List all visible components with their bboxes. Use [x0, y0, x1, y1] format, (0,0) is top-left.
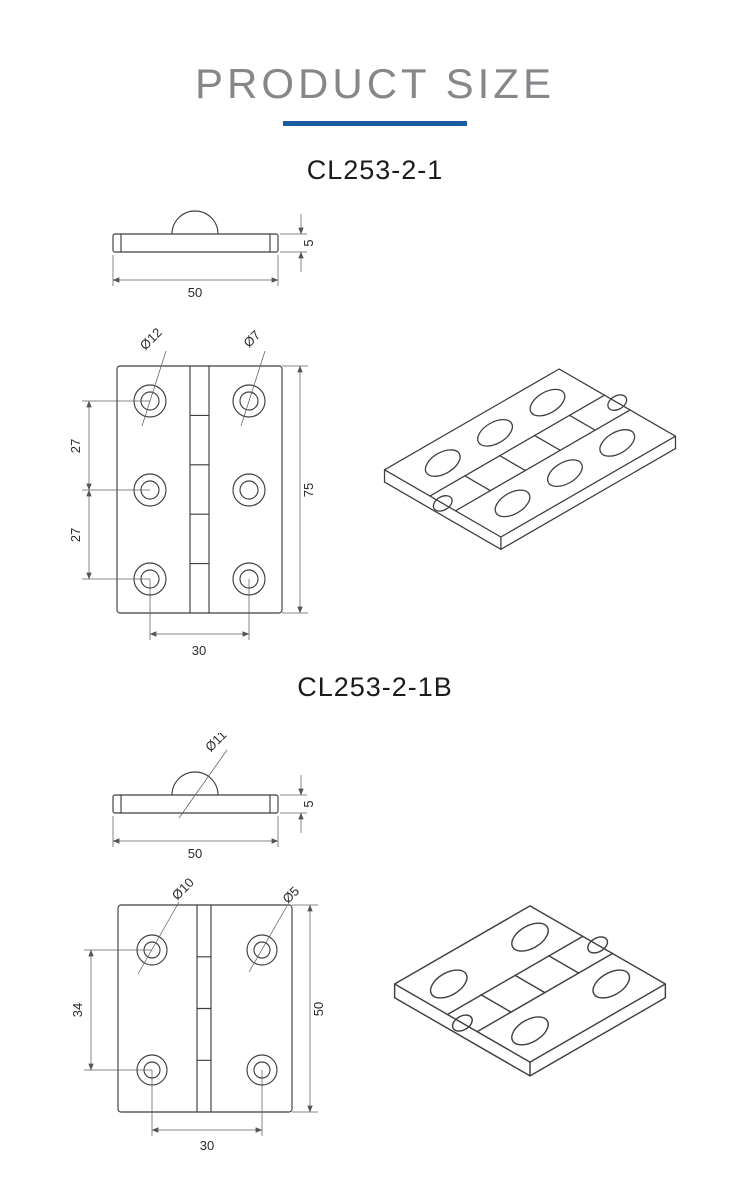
dimension-lines	[112, 214, 307, 286]
hinge-front-outline	[116, 365, 283, 614]
iso-view-drawing-2	[393, 905, 667, 1077]
dim-height-label: 75	[301, 483, 316, 497]
dim-spacing-label: 30	[192, 643, 206, 658]
front-view-drawing-1: Ø12 Ø7 27 27 75 30	[68, 325, 316, 658]
side-view-drawing-2: Ø11 5 50	[112, 733, 316, 861]
dim-hole-outer-label: Ø12	[137, 325, 165, 353]
hinge-side-profile	[112, 771, 279, 814]
dimension-lines	[112, 749, 307, 847]
dim-hole-outer-label: Ø10	[169, 875, 197, 903]
dim-hole-inner-label: Ø7	[240, 327, 263, 350]
dim-spacing-label: 30	[200, 1138, 214, 1153]
page-title: PRODUCT SIZE	[195, 60, 555, 107]
hinge-front-outline	[117, 904, 293, 1113]
dim-pitch1-label: 34	[70, 1003, 85, 1017]
dim-height-label: 50	[311, 1002, 326, 1016]
dim-knuckle-label: Ø11	[202, 733, 229, 754]
dim-thickness-label: 5	[301, 239, 316, 246]
dim-pitch2-label: 27	[68, 528, 83, 542]
side-view-drawing-1: 5 50	[112, 210, 316, 300]
hinge-3d	[383, 368, 677, 550]
title-underline	[283, 121, 467, 126]
hinge-3d	[393, 905, 667, 1077]
dim-hole-inner-label: Ø5	[279, 883, 302, 906]
model-name-2: CL253-2-1B	[297, 672, 453, 702]
dimension-lines	[82, 350, 308, 640]
dimension-lines	[84, 901, 318, 1136]
front-view-drawing-2: Ø10 Ø5 34 50 30	[70, 875, 326, 1153]
dim-width-label: 50	[188, 846, 202, 861]
dim-width-label: 50	[188, 285, 202, 300]
dim-pitch1-label: 27	[68, 439, 83, 453]
dim-thickness-label: 5	[301, 800, 316, 807]
iso-view-drawing-1	[383, 368, 677, 550]
hinge-side-profile	[112, 210, 279, 253]
model-name-1: CL253-2-1	[306, 155, 444, 185]
